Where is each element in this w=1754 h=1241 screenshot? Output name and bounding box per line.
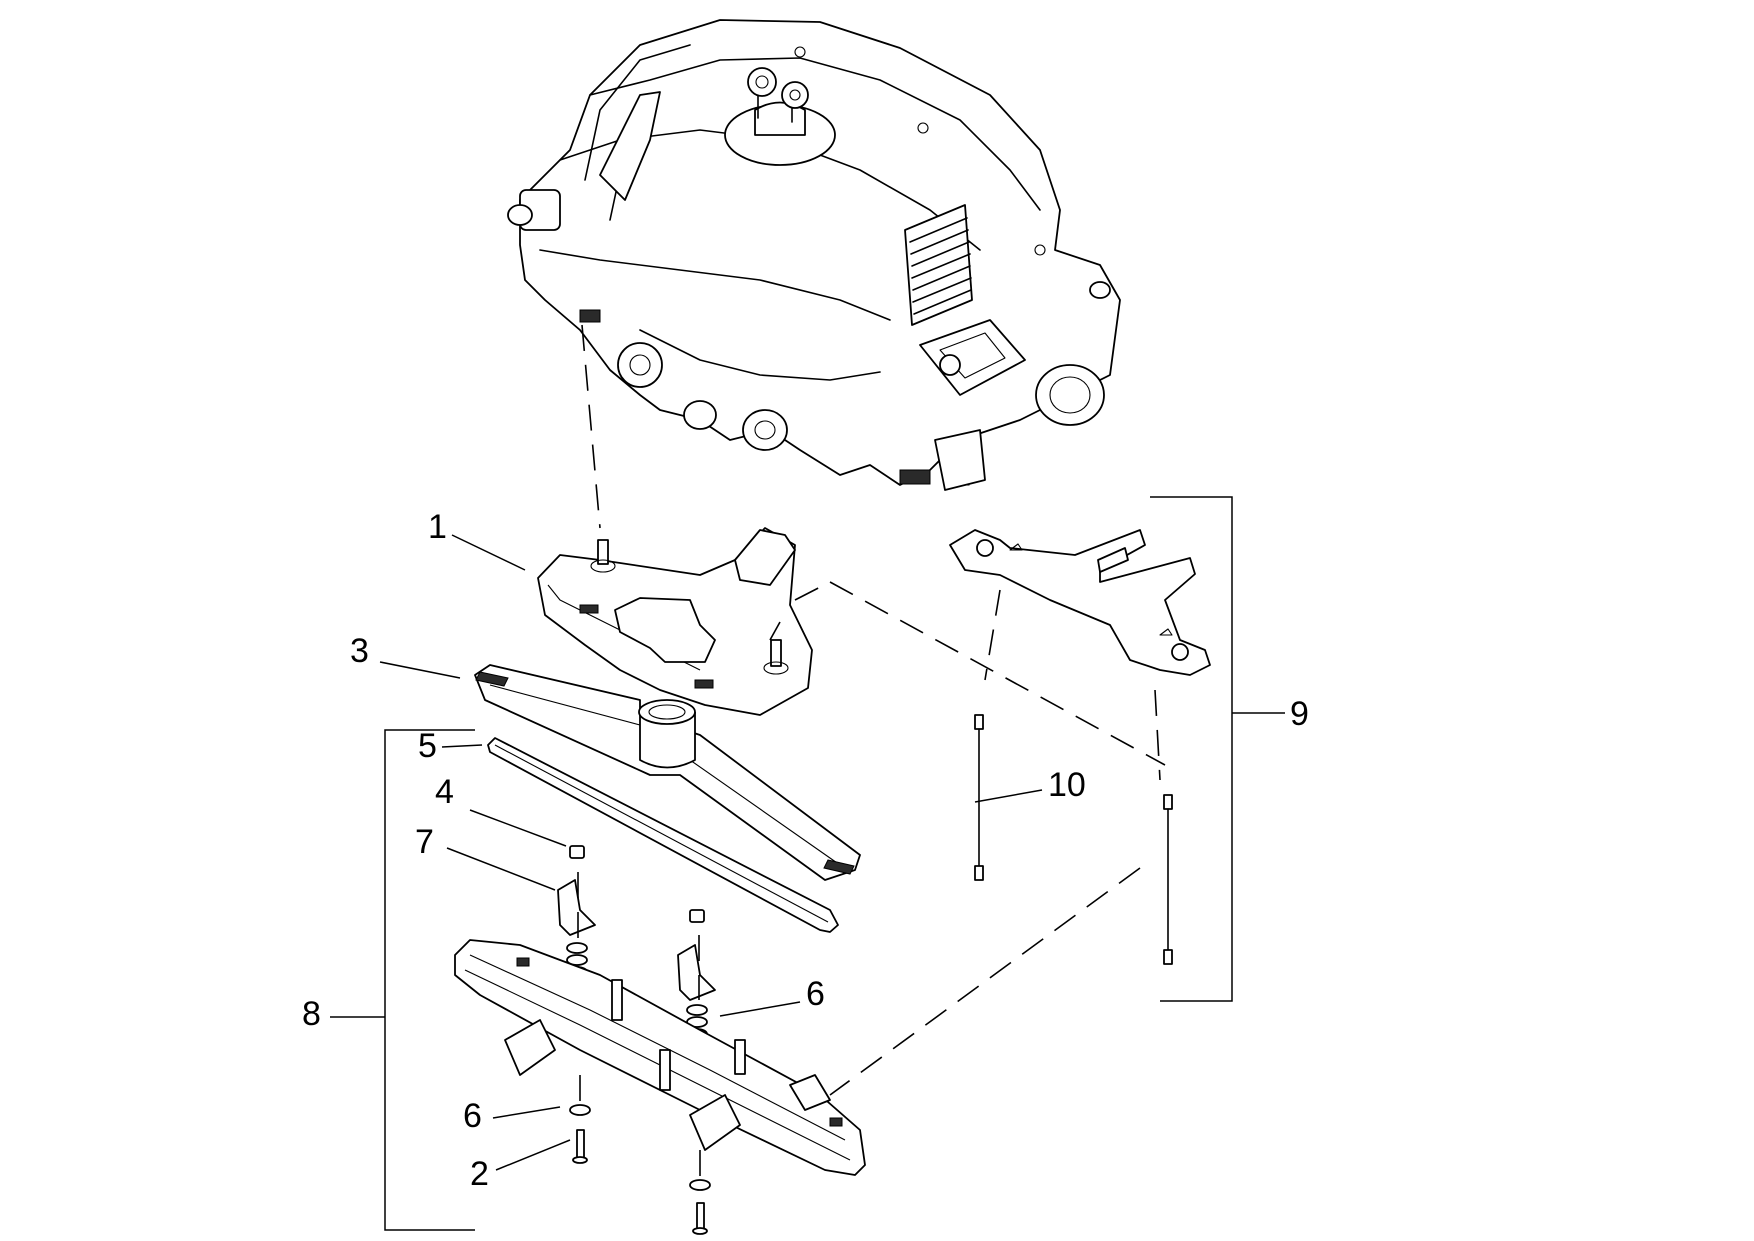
callout-10: 10 (1048, 766, 1086, 804)
part-5-squeegee-blade (487, 737, 839, 933)
callout-2: 2 (470, 1155, 489, 1193)
part-2-bolts (569, 1104, 711, 1235)
callout-labels: 1 3 5 4 7 6 8 6 2 9 10 (302, 508, 1309, 1193)
assembly-dashed-lines (577, 324, 1166, 1180)
callout-5: 5 (418, 727, 437, 765)
callout-4: 4 (435, 773, 454, 811)
machine-body (507, 19, 1121, 491)
bracket-9 (1150, 496, 1285, 1002)
hardware-right-stack (677, 909, 716, 1040)
part-10-rods (974, 714, 1173, 965)
vent-grille (904, 204, 973, 326)
bracket-8 (330, 729, 475, 1231)
part-1-mounting-plate (537, 527, 813, 716)
hardware-left-stack (557, 845, 596, 978)
squeegee-frame (454, 939, 866, 1176)
leader-lines (379, 534, 1043, 1171)
callout-6-upper: 6 (806, 975, 825, 1013)
part-9-adjustment-plate (949, 529, 1211, 676)
callout-6-lower: 6 (463, 1097, 482, 1135)
callout-9: 9 (1290, 695, 1309, 733)
callout-1: 1 (428, 508, 447, 546)
callout-3: 3 (350, 632, 369, 670)
part-3-tube-arm (474, 664, 861, 881)
callout-8: 8 (302, 995, 321, 1033)
callout-7: 7 (415, 823, 434, 861)
